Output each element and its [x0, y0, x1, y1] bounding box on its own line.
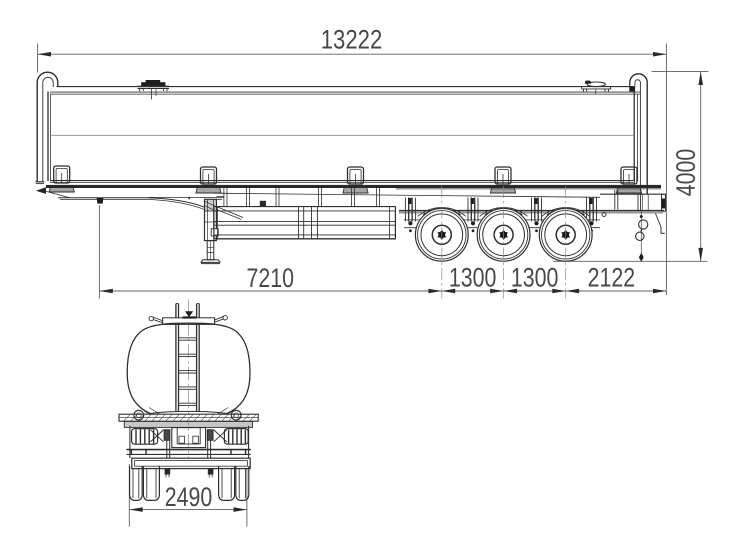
svg-text:7210: 7210 [247, 263, 295, 293]
svg-text:13222: 13222 [321, 24, 383, 54]
svg-text:1300: 1300 [449, 263, 497, 293]
svg-text:2490: 2490 [165, 482, 213, 512]
svg-text:2122: 2122 [588, 263, 636, 293]
svg-text:4000: 4000 [671, 149, 701, 197]
svg-text:1300: 1300 [511, 263, 559, 293]
